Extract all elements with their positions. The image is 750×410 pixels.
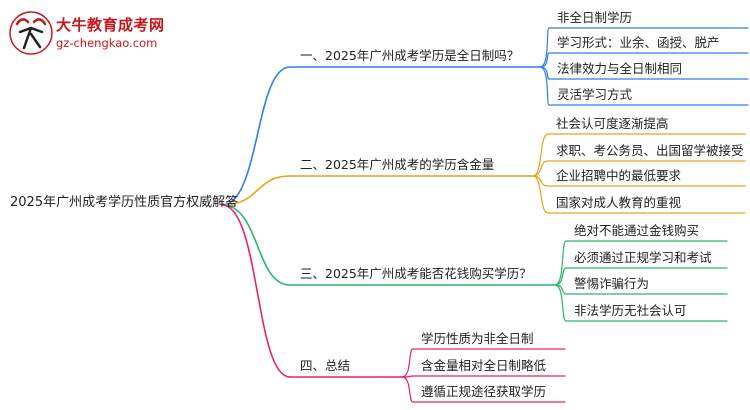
logo-site-url: gz-chengkao.com [56, 36, 158, 50]
leaf-topic: 学习形式：业余、函授、脱产 [557, 35, 720, 50]
leaf-topic: 国家对成人教育的重视 [556, 195, 682, 210]
branch-topic: 一、2025年广州成考学历是全日制吗？ [300, 48, 520, 63]
root-topic: 2025年广州成考学历性质官方权威解答 [10, 195, 239, 210]
root-to-branch-connector [221, 204, 291, 286]
leaf-topic: 绝对不能通过金钱购买 [574, 223, 700, 238]
root-to-branch-connector [221, 204, 291, 378]
leaf-topic: 企业招聘中的最低要求 [556, 168, 682, 183]
branch-to-leaf-connector [539, 27, 550, 68]
leaf-topic: 社会认可度逐渐提高 [556, 116, 669, 131]
branch-to-leaf-connector [401, 348, 414, 378]
branch-to-leaf-connector [539, 52, 550, 68]
branch-topic: 二、2025年广州成考的学历含金量 [300, 157, 495, 172]
branch-topic: 四、总结 [300, 358, 351, 373]
branch-to-leaf-connector [539, 66, 550, 106]
branch-to-leaf-connector [539, 66, 550, 80]
branch-to-leaf-connector [554, 284, 567, 322]
branch-to-leaf-connector [401, 376, 414, 403]
leaf-topic: 必须通过正规学习和考试 [574, 250, 712, 265]
leaf-topic: 警惕诈骗行为 [574, 276, 650, 291]
logo-site-name: 大牛教育成考网 [56, 16, 165, 34]
bull-logo-icon [9, 11, 53, 55]
leaf-topic: 含金量相对全日制略低 [421, 358, 547, 373]
leaf-topic: 学历性质为非全日制 [421, 331, 534, 346]
site-logo[interactable]: 大牛教育成考网 gz-chengkao.com [8, 10, 198, 56]
leaf-topic: 法律效力与全日制相同 [557, 61, 683, 76]
branch-to-leaf-connector [532, 160, 549, 177]
branch-to-leaf-connector [554, 267, 567, 286]
leaf-topic: 遵循正规途径获取学历 [421, 384, 547, 399]
leaf-topic: 灵活学习方式 [557, 87, 633, 102]
branch-topic: 三、2025年广州成考能否花钱购买学历？ [300, 266, 532, 281]
leaf-topic: 非全日制学历 [557, 10, 633, 25]
branch-to-leaf-connector [554, 240, 567, 286]
root-to-branch-connector [221, 66, 291, 206]
branch-to-leaf-connector [532, 133, 549, 177]
leaf-topic: 非法学历无社会认可 [574, 303, 687, 318]
root-to-branch-connector [221, 175, 291, 206]
leaf-topic: 求职、考公务员、出国留学被接受 [556, 143, 744, 158]
branch-to-leaf-connector [532, 175, 549, 214]
